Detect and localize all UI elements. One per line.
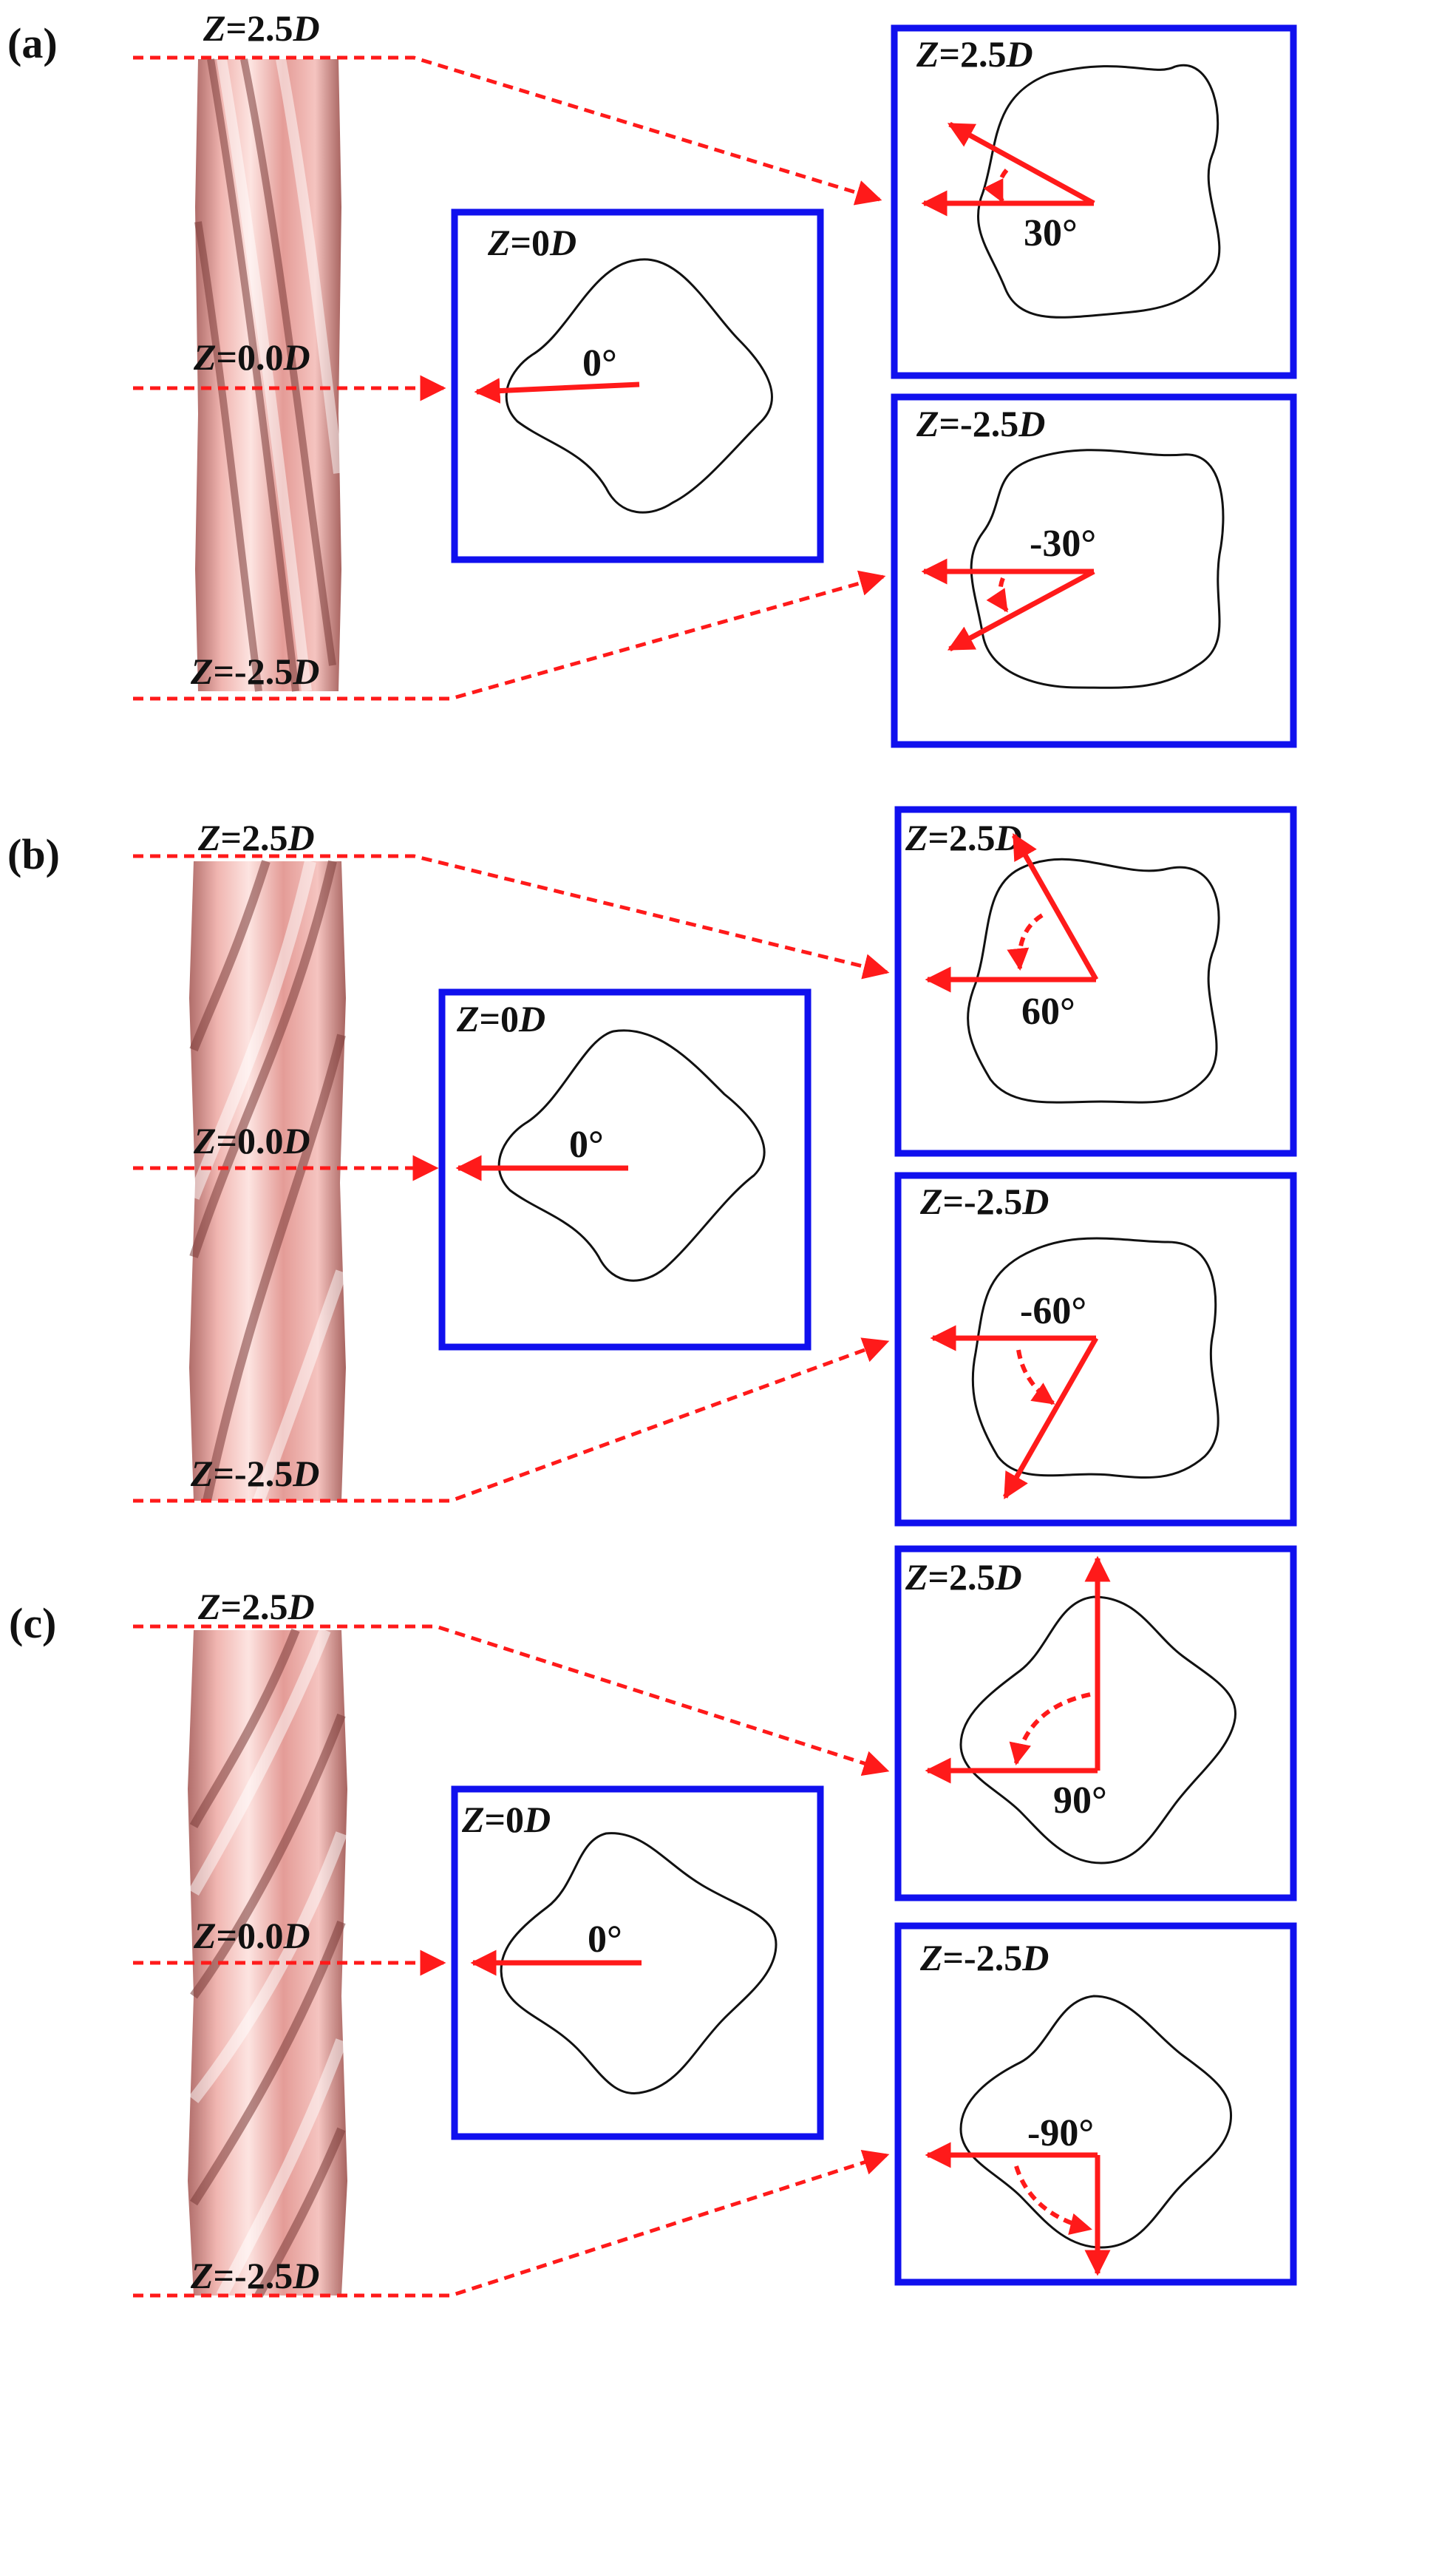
section-box-lower: Z=-2.5D -30°: [891, 393, 1297, 748]
box-label: Z=2.5D: [905, 1556, 1022, 1598]
panel-a: (a) Z=2.5D Z=0.0D Z=-2.5D Z=0D: [7, 7, 1297, 748]
cylinder-top-label: Z=2.5D: [197, 817, 315, 858]
connector-top: [133, 1624, 890, 1777]
rotated-arrow: [947, 121, 1095, 206]
box-label: Z=-2.5D: [919, 1937, 1049, 1978]
panel-tag: (c): [9, 1599, 56, 1647]
cylinder-top-label: Z=2.5D: [203, 7, 320, 49]
angle-label: 90°: [1053, 1779, 1107, 1822]
section-box-center: Z=0D 0°: [451, 1785, 824, 2140]
connector-top: [133, 854, 890, 980]
panel-c: (c) Z=2.5D Z=0.0D Z=-2.5D Z=0D: [9, 1545, 1297, 2298]
cylinder-mid-label: Z=0.0D: [193, 1120, 310, 1161]
box-label: Z=2.5D: [916, 33, 1033, 75]
cylinder-bottom-label: Z=-2.5D: [190, 1453, 319, 1494]
cylinder-mid-label: Z=0.0D: [193, 336, 310, 378]
rotation-arc: [983, 169, 1009, 203]
connector-bottom: [133, 1337, 890, 1503]
box-label: Z=0D: [487, 222, 576, 263]
box-label: Z=0D: [461, 1799, 551, 1840]
section-box-upper: Z=2.5D 90°: [894, 1545, 1297, 1901]
cylinder: [188, 860, 347, 1503]
panel-tag: (a): [7, 19, 58, 67]
angle-label: -30°: [1030, 523, 1096, 565]
angle-label: 0°: [588, 1918, 622, 1961]
box-label: Z=-2.5D: [919, 1181, 1049, 1222]
cylinder: [188, 1628, 347, 2298]
angle-label: 0°: [582, 342, 617, 384]
angle-label: -90°: [1027, 2112, 1094, 2154]
section-box-lower: Z=-2.5D -90°: [894, 1922, 1297, 2286]
connector-bottom: [133, 2149, 890, 2298]
rotated-arrow: [1002, 1337, 1099, 1500]
panel-b: (b) Z=2.5D Z=0.0D Z=-2.5D Z=0D 0°: [7, 806, 1297, 1527]
connector-bottom: [133, 570, 886, 701]
section-box-center: Z=0D 0°: [438, 988, 812, 1351]
rotation-arc: [1009, 1692, 1091, 1765]
section-box-upper: Z=2.5D 30°: [891, 24, 1297, 379]
box-label: Z=2.5D: [905, 817, 1022, 858]
rotation-arc: [986, 577, 1009, 613]
angle-label: 30°: [1024, 212, 1078, 254]
rotated-arrow: [947, 569, 1095, 652]
rotation-arc: [1014, 2165, 1092, 2235]
angle-label: 60°: [1021, 991, 1075, 1033]
section-box-upper: Z=2.5D 60°: [894, 806, 1297, 1157]
connector-top: [133, 55, 882, 206]
box-label: Z=0D: [456, 998, 545, 1039]
cylinder: [194, 58, 344, 692]
cylinder-bottom-label: Z=-2.5D: [190, 2255, 319, 2296]
rotation-arc: [1007, 913, 1044, 971]
angle-label: -60°: [1020, 1290, 1086, 1332]
box-label: Z=-2.5D: [916, 403, 1045, 444]
rotation-arc: [1016, 1349, 1055, 1405]
cylinder-bottom-label: Z=-2.5D: [190, 651, 319, 692]
cylinder-mid-label: Z=0.0D: [193, 1915, 310, 1956]
rotated-arrow: [1011, 832, 1099, 981]
panel-tag: (b): [7, 830, 60, 878]
section-box-lower: Z=-2.5D -60°: [894, 1172, 1297, 1527]
angle-label: 0°: [569, 1124, 604, 1166]
cylinder-top-label: Z=2.5D: [197, 1586, 315, 1627]
section-box-center: Z=0D 0°: [451, 208, 824, 563]
reference-arrow: [474, 378, 640, 404]
